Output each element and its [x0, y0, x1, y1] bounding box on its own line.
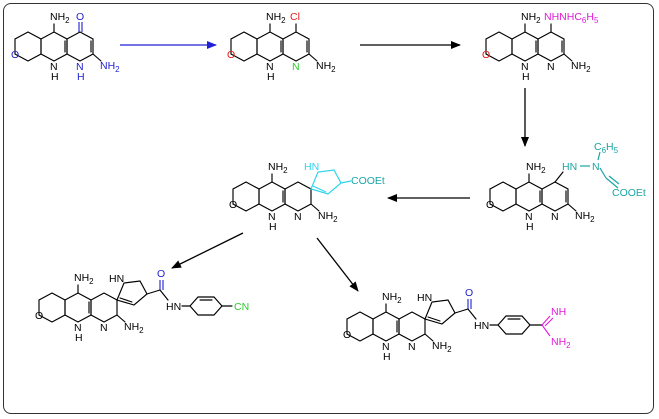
c6-pyrrole-hn-label: HN [109, 273, 124, 285]
c3-amino-label: NH2 [521, 11, 541, 25]
compound-4: NH2 HN N C6H5 COOEt O N H N NH2 [486, 141, 646, 233]
c2-ring-n-label: N [292, 61, 300, 73]
c1-ring-o-label: O [11, 49, 19, 61]
compound-6: NH2 HN O HN CN O N H N NH2 [35, 268, 249, 344]
c7-amide-hn-label: HN [474, 320, 489, 332]
c3-amino2-label: NH2 [571, 60, 591, 74]
c7-amidine-nh-label: NH [551, 306, 566, 318]
c7-amide-o-label: O [465, 287, 473, 299]
c1-nh-h-label: H [51, 71, 59, 83]
c1-ring-nh-h-label: H [77, 71, 85, 83]
arrow-step-5 [171, 232, 244, 269]
c2-amino-label: NH2 [266, 11, 286, 25]
c2-nh-label: N [266, 61, 274, 73]
c2-chloro-label: Cl [290, 11, 300, 23]
c6-nh-h-label: H [75, 332, 83, 344]
c6-ring-o-label: O [35, 310, 43, 322]
c4-phenyl-label: C6H5 [594, 141, 619, 155]
c4-ester-label: COOEt [612, 187, 646, 199]
c2-amino2-label: NH2 [316, 60, 336, 74]
c3-nh-label: N [521, 61, 529, 73]
c7-nh-h-label: H [383, 351, 391, 363]
c5-ring-o-label: O [229, 199, 237, 211]
compound-3: NH2 NHNHC6H5 O N H N NH2 [482, 11, 599, 83]
c5-amino2-label: NH2 [318, 210, 338, 224]
c4-amino-label: NH2 [526, 161, 546, 175]
c3-nh-h-label: H [522, 71, 530, 83]
c5-amino-label: NH2 [268, 161, 288, 175]
c4-ring-o-label: O [486, 199, 494, 211]
c6-nitrile-label: CN [234, 301, 249, 313]
diagram-frame [3, 3, 654, 414]
c2-nh-h-label: H [267, 71, 275, 83]
c7-nh-label: N [382, 341, 390, 353]
c2-ring-o-label: O [227, 49, 235, 61]
c4-hydrazone-nh-label: HN [562, 161, 577, 173]
arrow-step-6 [316, 237, 359, 292]
c4-nh-h-label: H [526, 221, 534, 233]
c6-amide-o-label: O [157, 268, 165, 280]
c7-ring-n-label: N [408, 341, 416, 353]
c7-ring-o-label: O [343, 329, 351, 341]
c5-pyrrole-hn-label: HN [304, 161, 319, 173]
c7-pyrrole-hn-label: HN [417, 292, 432, 304]
c5-ring-n-label: N [294, 211, 302, 223]
c6-ring-n-label: N [100, 322, 108, 334]
c1-amino-label: NH2 [50, 11, 70, 25]
compound-2: NH2 Cl O N H N NH2 [227, 11, 336, 83]
c6-amide-hn-label: HN [166, 301, 181, 313]
compound-1: NH2 O O N H N H NH2 [11, 11, 120, 83]
c5-ester-label: COOEt [351, 175, 385, 187]
c1-nh-label: N [50, 61, 58, 73]
compound-5: NH2 HN COOEt O N H N NH2 [229, 161, 385, 233]
c6-amino-label: NH2 [74, 272, 94, 286]
c3-ring-n-label: N [547, 61, 555, 73]
c1-ring-nh-label: N [76, 61, 84, 73]
c7-amino-label: NH2 [382, 291, 402, 305]
c4-hydrazone-n-label: N [592, 161, 600, 173]
c3-ring-o-label: O [482, 49, 490, 61]
compound-7: NH2 HN O HN NH NH2 O N H N NH2 [343, 287, 571, 363]
c7-amino2-label: NH2 [432, 340, 452, 354]
c6-nh-label: N [74, 322, 82, 334]
c4-ring-n-label: N [551, 211, 559, 223]
c5-nh-h-label: H [269, 221, 277, 233]
c7-amidine-nh2-label: NH2 [551, 336, 571, 350]
c3-hydrazine-label: NHNHC6H5 [544, 11, 599, 25]
c6-amino2-label: NH2 [124, 321, 144, 335]
c1-oxo-label: O [76, 11, 84, 23]
c5-nh-label: N [268, 211, 276, 223]
c4-nh-label: N [525, 211, 533, 223]
c4-amino2-label: NH2 [575, 210, 595, 224]
c1-amino2-label: NH2 [100, 60, 120, 74]
